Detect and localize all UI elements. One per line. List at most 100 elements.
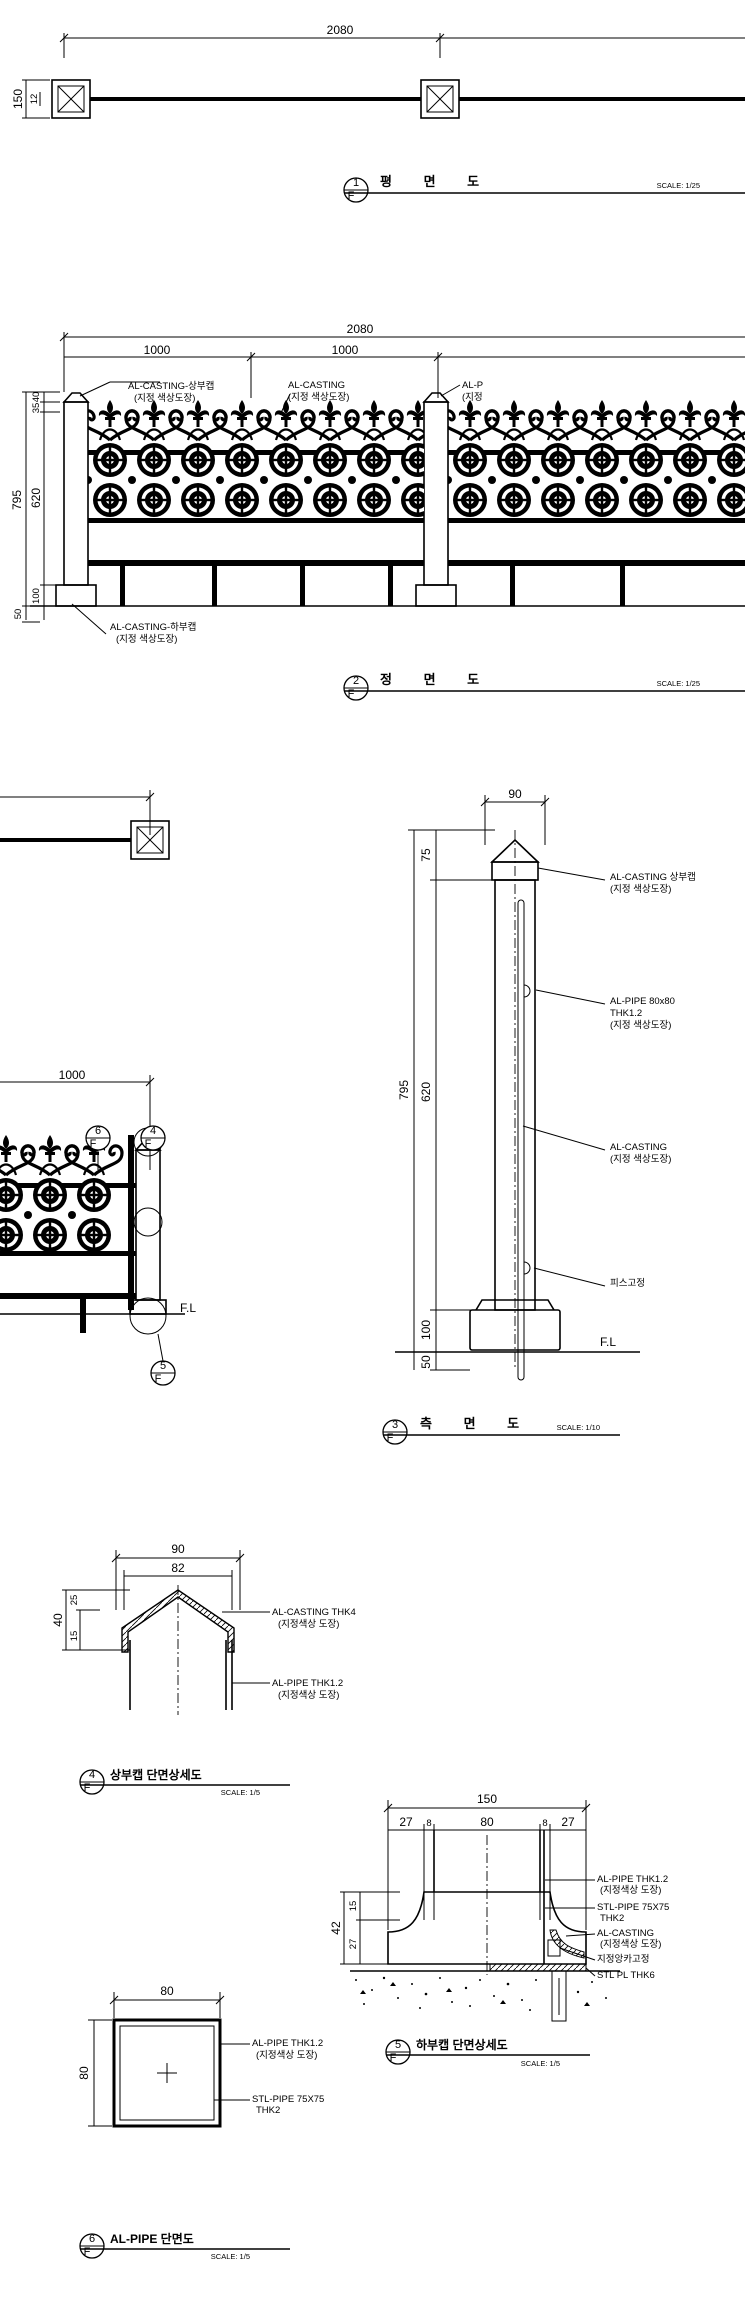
- topcap-dim-height: 40: [51, 1613, 65, 1627]
- botcap-dim-b: 8: [426, 1818, 431, 1829]
- botcap-body: [387, 1891, 587, 1965]
- elev-post-left: [55, 392, 97, 607]
- botcap-label-stl: STL-PIPE 75X75: [597, 1902, 669, 1913]
- plan-dim-total: 2080: [327, 23, 354, 37]
- pipe-inner: [119, 2025, 215, 2121]
- side-label-pipe: AL-PIPE 80x80: [610, 996, 675, 1007]
- callout-6-sheet: F: [90, 1138, 97, 1150]
- topcap-scale: SCALE: 1/5: [221, 1788, 260, 1797]
- pipe-title-block: 6 F AL-PIPE 단면도 SCALE: 1/5: [79, 2231, 290, 2261]
- elev-label-casting: AL-CASTING: [288, 380, 345, 391]
- elev-label-top-cap-note: (지정 색상도장): [134, 393, 195, 404]
- elev-title-block: 2 F 정 면 도 SCALE: 1/25: [343, 672, 745, 701]
- side-elevation: 90 795 75 620 100 50 F.L AL-CASTING 상부캡 …: [382, 787, 696, 1445]
- detail-label-fl: F.L: [180, 1301, 196, 1315]
- botcap-label-plate: STL PL THK6: [597, 1970, 655, 1981]
- pipe-dim-height: 80: [77, 2066, 91, 2080]
- side-marker-num: 3: [392, 1419, 398, 1431]
- front-elevation: 2080 1000 1000 795 40 35 620 100 50: [10, 322, 745, 701]
- elev-dim-bottom: 100: [31, 588, 42, 604]
- elev-dim-mid: 620: [29, 488, 43, 508]
- side-label-casting: AL-CASTING: [610, 1142, 667, 1153]
- side-scale: SCALE: 1/10: [557, 1423, 600, 1432]
- callout-6: 6 F: [85, 1125, 111, 1170]
- side-dim-top: 75: [419, 848, 433, 862]
- plan-scale: SCALE: 1/25: [657, 181, 700, 190]
- side-base: [469, 1309, 561, 1351]
- callout-circle-mid: [133, 1207, 163, 1237]
- callout-5-sheet: F: [155, 1373, 162, 1385]
- botcap-steel-plate: [489, 1963, 587, 1972]
- side-title-block: 3 F 측 면 도 SCALE: 1/10: [382, 1416, 620, 1445]
- topcap-marker-num: 4: [89, 1769, 95, 1781]
- callout-4-num: 4: [150, 1125, 156, 1137]
- botcap-dim-e: 27: [561, 1815, 575, 1829]
- botcap-dim-h2: 15: [348, 1901, 359, 1912]
- elev-label-top-cap: AL-CASTING-상부캡: [128, 380, 214, 392]
- elev-label-bottom-cap: AL-CASTING-하부캡: [110, 621, 196, 633]
- elev-label-bottom-cap-note: (지정 색상도장): [116, 634, 177, 645]
- side-label-screw: 피스고정: [610, 1278, 645, 1289]
- callout-4-sheet: F: [145, 1138, 152, 1150]
- elev-ornament-panel: [88, 400, 745, 606]
- side-label-pipe-note: (지정 색상도장): [610, 1020, 671, 1031]
- plan-dim-side: 150: [11, 89, 25, 109]
- side-label-fl: F.L: [600, 1335, 616, 1349]
- pipe-dim-width: 80: [160, 1984, 174, 1998]
- pipe-label-pipe-note: (지정색상 도장): [256, 2050, 317, 2061]
- side-dim-height: 795: [397, 1080, 411, 1100]
- side-title: 측 면 도: [420, 1416, 533, 1431]
- detail-dim-span: 1000: [59, 1068, 86, 1082]
- elev-title: 정 면 도: [380, 672, 493, 687]
- topcap-label-casting-note: (지정색상 도장): [278, 1619, 339, 1630]
- side-dim-base: 50: [419, 1355, 433, 1369]
- plan-title-block: 1 F 평 면 도 SCALE: 1/25: [343, 174, 745, 203]
- elev-dim-height: 795: [10, 490, 24, 510]
- botcap-label-pipe-note: (지정색상 도장): [600, 1885, 661, 1896]
- pipe-marker-num: 6: [89, 2233, 95, 2245]
- botcap-marker-sheet: F: [390, 2052, 397, 2064]
- elev-marker-sheet: F: [348, 688, 355, 700]
- plan-marker-sheet: F: [348, 190, 355, 202]
- topcap-label-pipe-note: (지정색상 도장): [278, 1690, 339, 1701]
- pipe-title: AL-PIPE 단면도: [110, 2231, 194, 2246]
- pipe-section-detail: 80 80 AL-PIPE THK1.2 (지정색상 도장) STL-PIPE …: [77, 1984, 324, 2261]
- elev-scale: SCALE: 1/25: [657, 679, 700, 688]
- side-dim-bottom: 100: [419, 1320, 433, 1340]
- botcap-concrete-dots: [355, 1976, 607, 2011]
- botcap-title-block: 5 F 하부캡 단면상세도 SCALE: 1/5: [385, 2037, 590, 2068]
- botcap-label-pipe: AL-PIPE THK1.2: [597, 1874, 668, 1885]
- side-marker-sheet: F: [387, 1432, 394, 1444]
- topcap-casting-shape: [121, 1589, 235, 1653]
- side-label-pipe-thk: THK1.2: [610, 1008, 642, 1019]
- top-cap-detail: 90 82 40 25 15 AL-CASTING THK4 (지정색상 도장)…: [51, 1542, 356, 1797]
- elev-dim-cap: 35: [31, 403, 42, 414]
- topcap-title-block: 4 F 상부캡 단면상세도 SCALE: 1/5: [79, 1767, 290, 1797]
- pipe-label-stl: STL-PIPE 75X75: [252, 2094, 324, 2105]
- elev-marker-num: 2: [353, 675, 359, 687]
- botcap-dim-total: 150: [477, 1792, 497, 1806]
- topcap-dim-inner: 82: [171, 1561, 185, 1575]
- plan-view: 2080 150 12 1 F 평 면 도 SCALE: 1/25: [11, 23, 745, 203]
- botcap-dim-h1: 27: [348, 1939, 359, 1950]
- pipe-label-pipe: AL-PIPE THK1.2: [252, 2038, 323, 2049]
- pipe-scale: SCALE: 1/5: [211, 2252, 250, 2261]
- topcap-dim-outer: 90: [171, 1542, 185, 1556]
- botcap-dim-d: 8: [542, 1818, 547, 1829]
- elev-label-casting-note: (지정 색상도장): [288, 392, 349, 403]
- botcap-label-casting: AL-CASTING: [597, 1928, 654, 1939]
- partial-plan: [0, 790, 170, 860]
- plan-dim-small: 12: [29, 94, 40, 105]
- side-label-cap-note: (지정 색상도장): [610, 884, 671, 895]
- callout-5-num: 5: [160, 1360, 166, 1372]
- pipe-outer: [112, 2018, 222, 2128]
- callout-6-num: 6: [95, 1125, 101, 1137]
- side-casting-bar: [517, 899, 525, 1381]
- callout-4: 4 F: [140, 1125, 166, 1151]
- plan-title: 평 면 도: [380, 174, 493, 189]
- pipe-label-stl-thk: THK2: [256, 2105, 280, 2116]
- botcap-label-stl-thk: THK2: [600, 1913, 624, 1924]
- callout-5: 5 F: [150, 1333, 176, 1386]
- side-dim-mid: 620: [419, 1082, 433, 1102]
